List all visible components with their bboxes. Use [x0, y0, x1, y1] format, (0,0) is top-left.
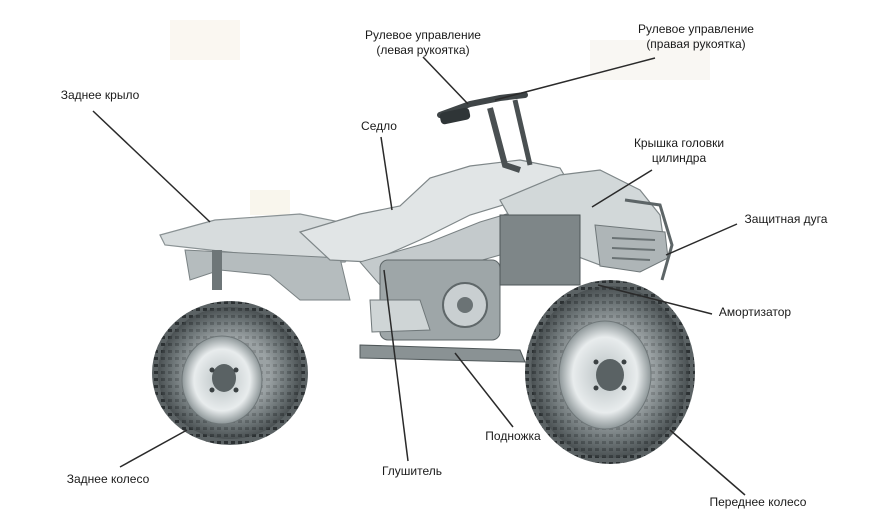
label-rear-fender: Заднее крыло	[60, 88, 140, 102]
leader-front-wheel	[669, 429, 746, 496]
label-steering-left-line1: Рулевое управление	[365, 28, 481, 42]
rear-body	[159, 213, 361, 301]
leader-seat	[380, 136, 393, 211]
label-steering-right-line1: Рулевое управление	[638, 22, 754, 36]
label-muffler: Глушитель	[381, 464, 443, 478]
leader-rear-fender	[92, 110, 211, 223]
leader-lines	[92, 56, 746, 496]
label-bumper: Защитная дуга	[744, 212, 828, 226]
leader-bumper	[665, 223, 738, 256]
front-body	[499, 169, 674, 281]
leader-steering-right	[494, 57, 656, 101]
leader-shock	[597, 284, 713, 315]
leader-muffler	[383, 269, 409, 462]
leader-footrest	[454, 352, 514, 428]
label-steering-right: Рулевое управление (правая рукоятка)	[628, 22, 764, 52]
label-shock-absorber: Амортизатор	[718, 305, 792, 319]
label-front-wheel: Переднее колесо	[709, 495, 807, 509]
label-cylinder-head-line1: Крышка головки	[633, 136, 725, 150]
label-seat: Седло	[361, 119, 397, 133]
label-steering-left: Рулевое управление (левая рукоятка)	[358, 28, 488, 58]
leader-steering-left	[422, 56, 469, 105]
front-wheel	[525, 280, 695, 464]
label-cylinder-head-cover: Крышка головки цилиндра	[624, 136, 734, 166]
leader-rear-wheel	[119, 429, 188, 468]
leader-cylinder-head	[591, 169, 653, 208]
handlebars	[437, 92, 533, 173]
footrest-and-exhaust	[359, 299, 526, 363]
rear-wheel	[152, 301, 308, 445]
label-rear-wheel: Заднее колесо	[66, 472, 150, 486]
label-steering-right-line2: (правая рукоятка)	[646, 37, 746, 51]
label-cylinder-head-line2: цилиндра	[651, 151, 707, 165]
label-steering-left-line2: (левая рукоятка)	[376, 43, 470, 57]
label-footrest: Подножка	[485, 429, 541, 443]
